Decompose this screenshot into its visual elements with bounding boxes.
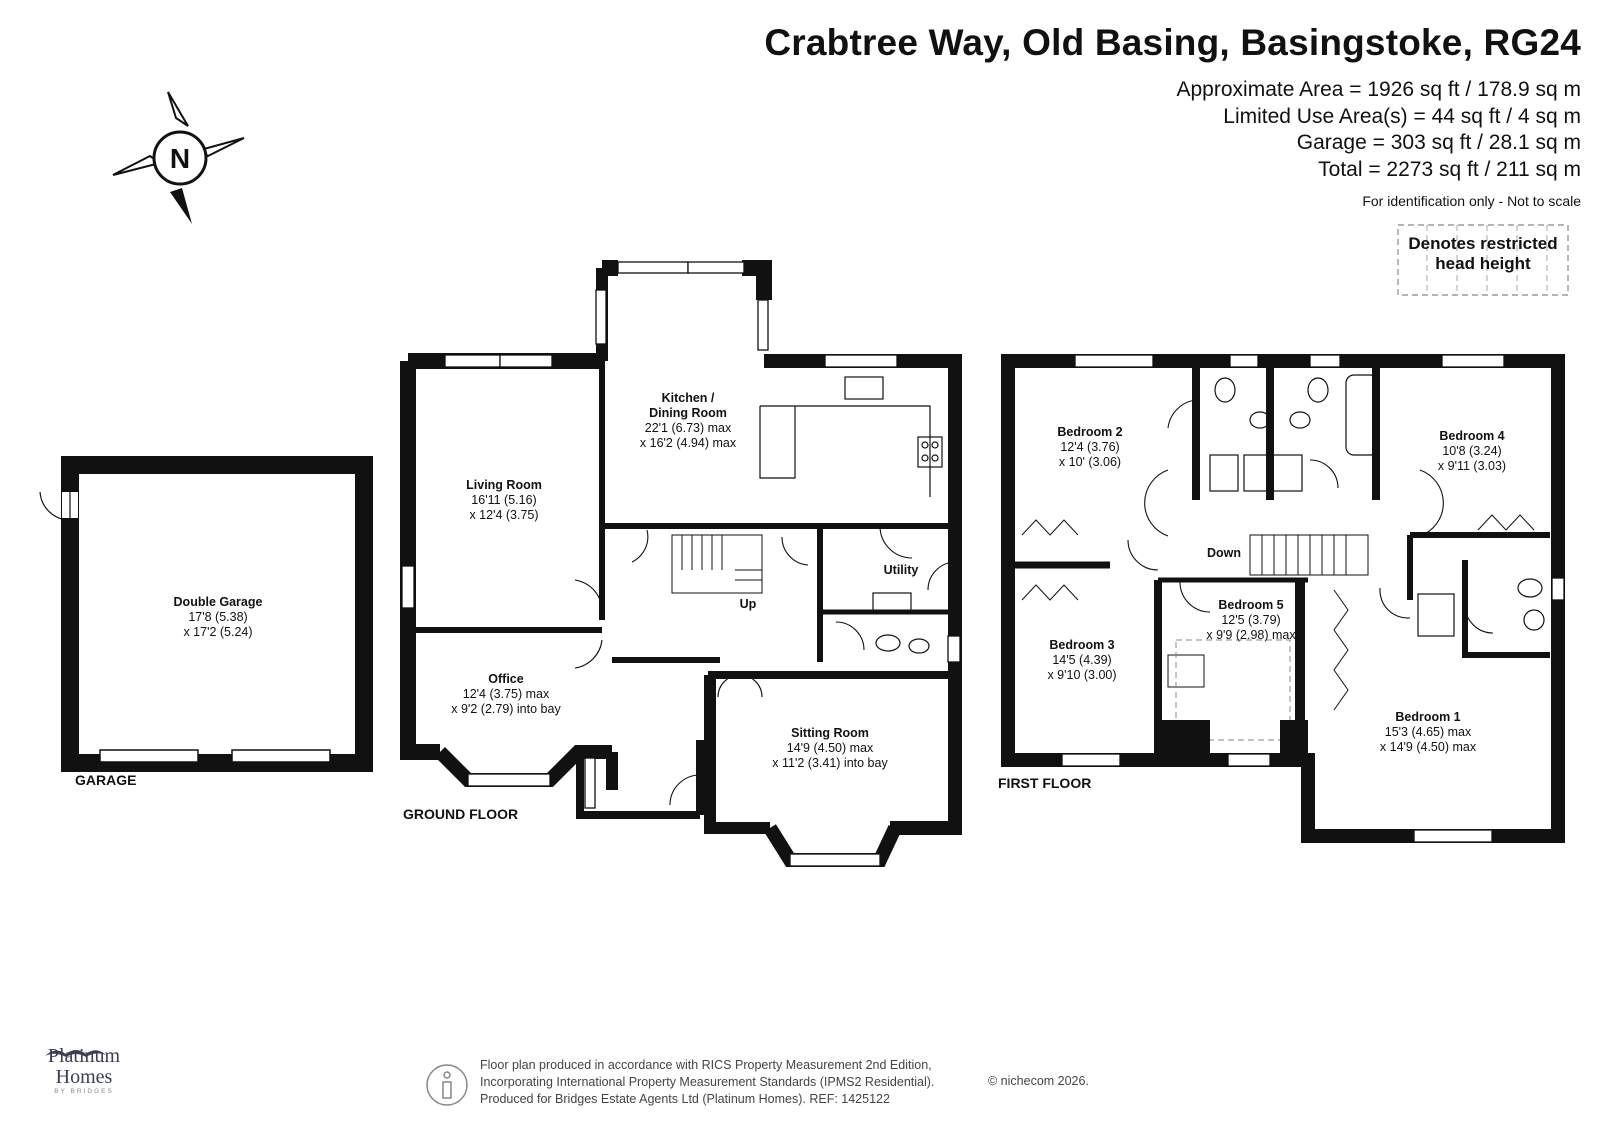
- legend-text: Denotes restricted head height: [1397, 234, 1569, 274]
- scale-note: For identification only - Not to scale: [1362, 193, 1581, 209]
- wardrobes: [1021, 514, 1535, 711]
- restricted-height-legend: Denotes restricted head height: [1397, 224, 1569, 296]
- bed5-dim2: x 9'9 (2.98) max: [1206, 628, 1296, 642]
- brand-name-line2: Homes: [55, 1066, 113, 1088]
- legend-hatch-icon: [1397, 224, 1569, 296]
- bed2-name: Bedroom 2: [1057, 425, 1122, 439]
- bed4-dim2: x 9'11 (3.03): [1438, 459, 1506, 473]
- ground-floor-windows: [401, 261, 961, 867]
- bed2-dim2: x 10' (3.06): [1059, 455, 1121, 469]
- area-summary: Approximate Area = 1926 sq ft / 178.9 sq…: [1177, 77, 1582, 183]
- bed5-name: Bedroom 5: [1218, 598, 1283, 612]
- kitchen-dim1: 22'1 (6.73) max: [645, 421, 732, 435]
- brand-block: Platinum Homes BY BRIDGES: [34, 1046, 134, 1096]
- chimney-block: [1158, 720, 1210, 760]
- living-dim1: 16'11 (5.16): [471, 493, 536, 507]
- stairs-down-label: Down: [1207, 546, 1241, 560]
- living-name: Living Room: [466, 478, 542, 492]
- brand-logo-icon: [45, 1050, 106, 1057]
- first-floor-stairs-icon: [1249, 534, 1369, 576]
- first-floor-label: FIRST FLOOR: [998, 775, 1091, 791]
- garage-area: Garage = 303 sq ft / 28.1 sq m: [1296, 131, 1581, 154]
- brand-name-line1: Platinum: [47, 1045, 121, 1067]
- brand-sub: BY BRIDGES: [54, 1088, 114, 1095]
- person-info-icon: [426, 1064, 468, 1106]
- garage-name: Double Garage: [174, 595, 263, 609]
- ground-floor-label: GROUND FLOOR: [403, 806, 518, 822]
- copyright: © nichecom 2026.: [988, 1074, 1089, 1088]
- limited-use-area: Limited Use Area(s) = 44 sq ft / 4 sq m: [1223, 104, 1581, 128]
- ground-floor-doors: [574, 525, 956, 806]
- ground-floor-stairs-icon: [671, 534, 763, 594]
- office-dim1: 12'4 (3.75) max: [463, 687, 550, 701]
- kitchen-name1: Kitchen /: [662, 391, 715, 405]
- bed3-name: Bedroom 3: [1049, 638, 1114, 652]
- garage-dim1: 17'8 (5.38): [188, 610, 247, 624]
- first-floor-doors: [1127, 399, 1494, 634]
- bed4-dim1: 10'8 (3.24): [1442, 444, 1501, 458]
- footer-notes: Floor plan produced in accordance with R…: [480, 1057, 934, 1108]
- legend-line2: head height: [1435, 254, 1531, 273]
- stairs-up-label: Up: [740, 597, 757, 611]
- office-dim2: x 9'2 (2.79) into bay: [451, 702, 561, 716]
- bed5-dim1: 12'5 (3.79): [1221, 613, 1280, 627]
- footer-line2: Incorporating International Property Mea…: [480, 1075, 935, 1089]
- property-title: Crabtree Way, Old Basing, Basingstoke, R…: [764, 22, 1581, 63]
- garage-dim2: x 17'2 (5.24): [183, 625, 252, 639]
- bed3-dim1: 14'5 (4.39): [1052, 653, 1111, 667]
- compass-label: N: [170, 143, 190, 174]
- footer-line3: Produced for Bridges Estate Agents Ltd (…: [480, 1092, 890, 1106]
- garage-plan: [39, 456, 373, 772]
- legend-line1: Denotes restricted: [1408, 234, 1558, 253]
- approximate-area: Approximate Area = 1926 sq ft / 178.9 sq…: [1176, 78, 1582, 101]
- brand-name: Platinum Homes: [34, 1046, 134, 1088]
- total-area: Total = 2273 sq ft / 211 sq m: [1318, 157, 1581, 181]
- room-labels: Double Garage 17'8 (5.38) x 17'2 (5.24) …: [75, 391, 1506, 822]
- office-name: Office: [488, 672, 523, 686]
- living-dim2: x 12'4 (3.75): [469, 508, 538, 522]
- sitting-name: Sitting Room: [791, 726, 869, 740]
- bed2-dim1: 12'4 (3.76): [1060, 440, 1119, 454]
- first-floor-windows: [1061, 354, 1565, 843]
- bed3-dim2: x 9'10 (3.00): [1047, 668, 1116, 682]
- bed1-name: Bedroom 1: [1395, 710, 1460, 724]
- sitting-dim2: x 11'2 (3.41) into bay: [772, 756, 888, 770]
- garage-floor-label: GARAGE: [75, 772, 136, 788]
- kitchen-fittings: [759, 376, 943, 654]
- utility-name: Utility: [884, 563, 919, 577]
- bed4-name: Bedroom 4: [1439, 429, 1504, 443]
- footer-line1: Floor plan produced in accordance with R…: [480, 1058, 932, 1072]
- wall-block: [1280, 720, 1308, 760]
- sitting-dim1: 14'9 (4.50) max: [787, 741, 874, 755]
- bed1-dim2: x 14'9 (4.50) max: [1380, 740, 1477, 754]
- kitchen-dim2: x 16'2 (4.94) max: [640, 436, 737, 450]
- kitchen-name2: Dining Room: [649, 406, 727, 420]
- bed1-dim1: 15'3 (4.65) max: [1385, 725, 1472, 739]
- bathroom-fittings: [1209, 374, 1545, 637]
- north-compass-icon: N: [112, 91, 245, 224]
